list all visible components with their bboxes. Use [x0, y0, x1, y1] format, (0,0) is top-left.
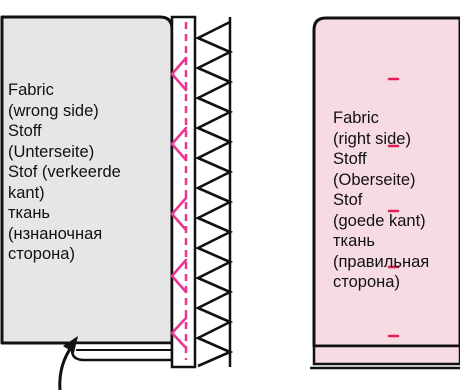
right-fabric-label: Fabric (right side) Stoff (Oberseite) St…	[333, 108, 429, 293]
label-line: ткань	[8, 204, 51, 222]
left-fabric-label: Fabric (wrong side) Stoff (Unterseite) S…	[8, 80, 121, 265]
label-line: (нзнаночная	[8, 224, 103, 243]
right-panel-right-side	[310, 16, 460, 370]
left-panel-wrong-side	[0, 15, 234, 390]
label-line: kant)	[8, 183, 45, 202]
label-line: Stof	[333, 191, 363, 209]
label-line: Stoff	[8, 122, 42, 140]
label-line: сторона)	[333, 273, 400, 291]
label-line: (правильная	[333, 252, 430, 271]
arrow-icon	[58, 336, 78, 390]
overlock-zigzag	[194, 20, 234, 368]
label-line: (Oberseite)	[333, 170, 416, 189]
right-fabric-body	[312, 16, 460, 348]
label-line: (Unterseite)	[8, 142, 95, 161]
label-line: (right side)	[333, 129, 411, 148]
left-hem-fold	[70, 341, 174, 362]
label-line: Fabric	[333, 109, 379, 127]
label-line: сторона)	[8, 245, 75, 263]
right-hem-band	[312, 344, 460, 366]
label-line: (goede kant)	[333, 211, 426, 230]
label-line: ткань	[333, 232, 376, 250]
label-line: Stof (verkeerde	[8, 163, 121, 181]
label-line: (wrong side)	[8, 101, 99, 120]
visible-stitch-marks	[387, 77, 400, 338]
label-line: Fabric	[8, 81, 54, 99]
left-edge-strip	[170, 15, 197, 369]
blind-stitch-bites	[170, 56, 188, 350]
label-line: Stoff	[333, 150, 367, 168]
